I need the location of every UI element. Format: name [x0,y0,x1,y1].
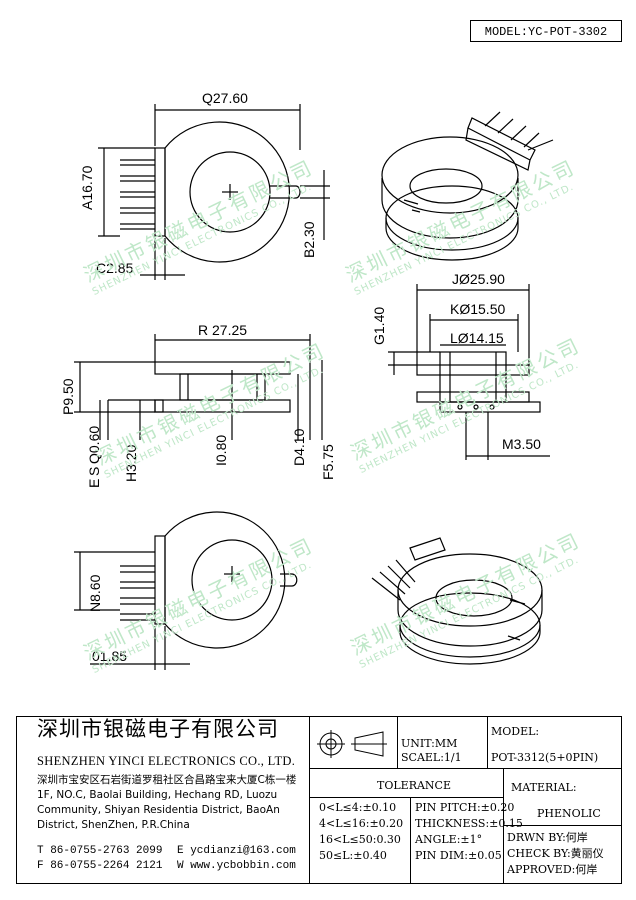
address-line-2: 1F, NO.C, Baolai Building, Hechang RD, L… [37,789,278,801]
thickness: THICKNESS:±0.15 [415,817,523,830]
approved-by: APPROVED:何岸 [507,863,598,876]
model-number-box: MODEL:YC-POT-3302 [470,20,622,42]
dim-c: C2.85 [96,260,134,276]
dim-n: N8.60 [87,574,103,612]
fax: F 86-0755-2264 2121 [37,860,163,872]
phone: T 86-0755-2763 2099 [37,845,163,857]
email: E ycdianzi@163.com [177,845,296,857]
section-view [388,284,550,460]
dim-o: 01.85 [92,648,128,664]
address-line-1: 深圳市宝安区石岩街道罗租社区合昌路宝来大厦C栋一楼 [37,774,297,786]
dim-i: I0.80 [213,434,229,466]
dim-f: F5.75 [320,444,336,480]
technical-drawing [74,104,554,670]
dim-s: S [86,466,102,476]
iso-view-bottom [371,537,543,665]
top-view [98,104,330,280]
dim-j: JØ25.90 [452,271,505,287]
dim-e: E [86,478,102,488]
address-line-3: Community, Shiyan Residentia District, B… [37,804,280,816]
dim-r: R 27.25 [198,322,248,338]
material-label: MATERIAL: [511,781,577,794]
tolerance-row-4: 50≤L:±0.40 [319,849,387,862]
model-label: MODEL: [491,725,540,738]
bottom-view [74,511,298,670]
dim-d: D4.10 [291,428,307,466]
scale-label: SCAEL:1/1 [401,751,462,764]
material-value: PHENOLIC [537,807,601,820]
company-name-en: SHENZHEN YINCI ELECTRONICS CO., LTD. [37,754,296,768]
dim-q2: Q0.60 [86,425,102,464]
tolerance-row-2: 4<L≤16:±0.20 [319,817,404,830]
projection-symbol-icon [317,730,387,758]
check-by: CHECK BY:黄丽仪 [507,847,604,860]
pin-dim: PIN DIM:±0.05 [415,849,502,862]
iso-view-top [381,111,554,261]
tolerance-row-3: 16<L≤50:0.30 [319,833,401,846]
dim-h: H3.20 [123,444,139,482]
dim-q: Q27.60 [202,90,248,106]
dim-k: KØ15.50 [450,301,506,317]
dim-p: P9.50 [60,378,76,415]
angle: ANGLE:±1° [415,833,483,846]
drawn-by: DRWN BY:何岸 [507,831,588,844]
side-view [74,334,323,440]
company-name-cn: 深圳市银磁电子有限公司 [37,717,279,741]
dim-g: G1.40 [371,306,387,345]
model-value: POT-3312(5+0PIN) [491,751,599,764]
title-block: 深圳市银磁电子有限公司 SHENZHEN YINCI ELECTRONICS C… [16,716,622,884]
dim-m: M3.50 [502,436,541,452]
pin-pitch: PIN PITCH:±0.20 [415,801,515,814]
dim-l: LØ14.15 [450,330,504,346]
dim-a: A16.70 [79,165,95,210]
tolerance-row-1: 0<L≤4:±0.10 [319,801,397,814]
tolerance-title: TOLERANCE [377,779,451,792]
dim-b: B2.30 [301,221,317,258]
unit-label: UNIT:MM [401,737,458,750]
website: W www.ycbobbin.com [177,860,296,872]
address-line-4: District, ShenZhen, P.R.China [37,819,190,831]
